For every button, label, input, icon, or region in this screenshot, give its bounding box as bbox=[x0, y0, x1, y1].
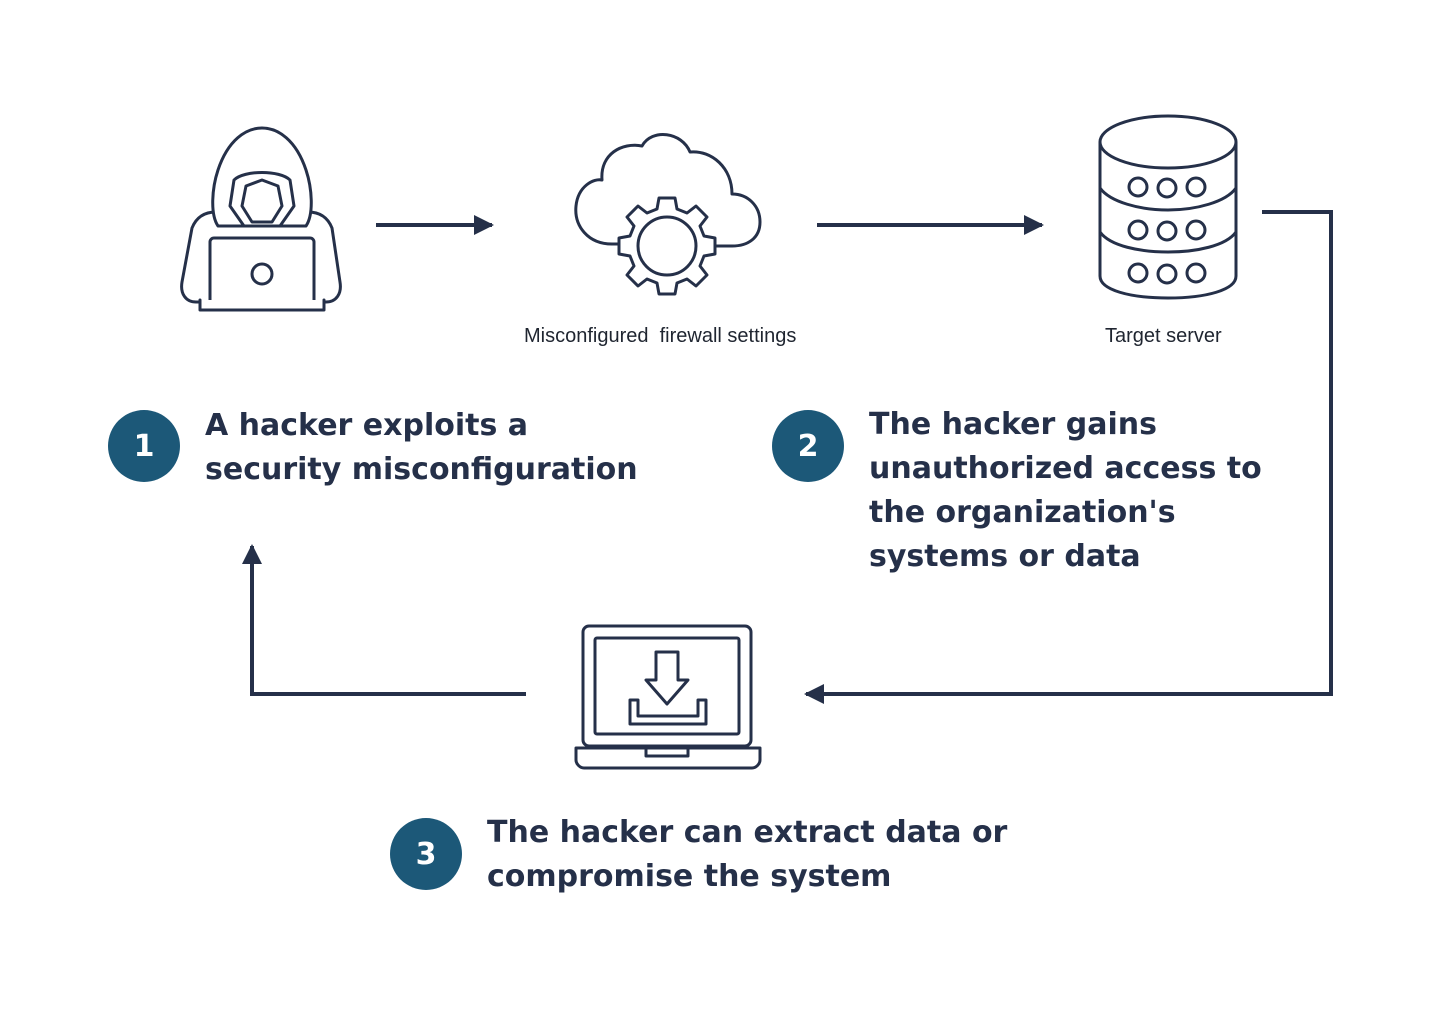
step-3-line: compromise the system bbox=[487, 859, 892, 894]
step-3-badge: 3 bbox=[390, 818, 462, 890]
step-1-text: A hacker exploits a security misconfigur… bbox=[205, 404, 638, 492]
database-server-icon bbox=[1098, 114, 1238, 300]
step-2-line: the organization's bbox=[869, 495, 1176, 530]
arrow-laptop-to-step-one bbox=[242, 544, 526, 696]
server-label: Target server bbox=[1105, 325, 1222, 347]
step-1-line: A hacker exploits a bbox=[205, 408, 529, 443]
step-1-line: security misconfiguration bbox=[205, 452, 638, 487]
hooded-hacker-laptop-icon bbox=[180, 126, 342, 312]
step-1-badge: 1 bbox=[108, 410, 180, 482]
step-2-line: systems or data bbox=[869, 539, 1141, 574]
laptop-download-icon bbox=[574, 624, 762, 770]
firewall-label: Misconfigured firewall settings bbox=[524, 325, 797, 347]
step-2-line: unauthorized access to bbox=[869, 451, 1262, 486]
connector-arrows bbox=[242, 210, 1333, 704]
cloud-gear-icon bbox=[574, 133, 762, 296]
arrow-server-to-laptop bbox=[804, 210, 1333, 704]
step-3-line: The hacker can extract data or bbox=[487, 815, 1008, 850]
step-2-badge: 2 bbox=[772, 410, 844, 482]
step-2-text: The hacker gains unauthorized access to … bbox=[869, 403, 1262, 579]
step-2-line: The hacker gains bbox=[869, 407, 1157, 442]
step-3-text: The hacker can extract data or compromis… bbox=[487, 811, 1007, 899]
